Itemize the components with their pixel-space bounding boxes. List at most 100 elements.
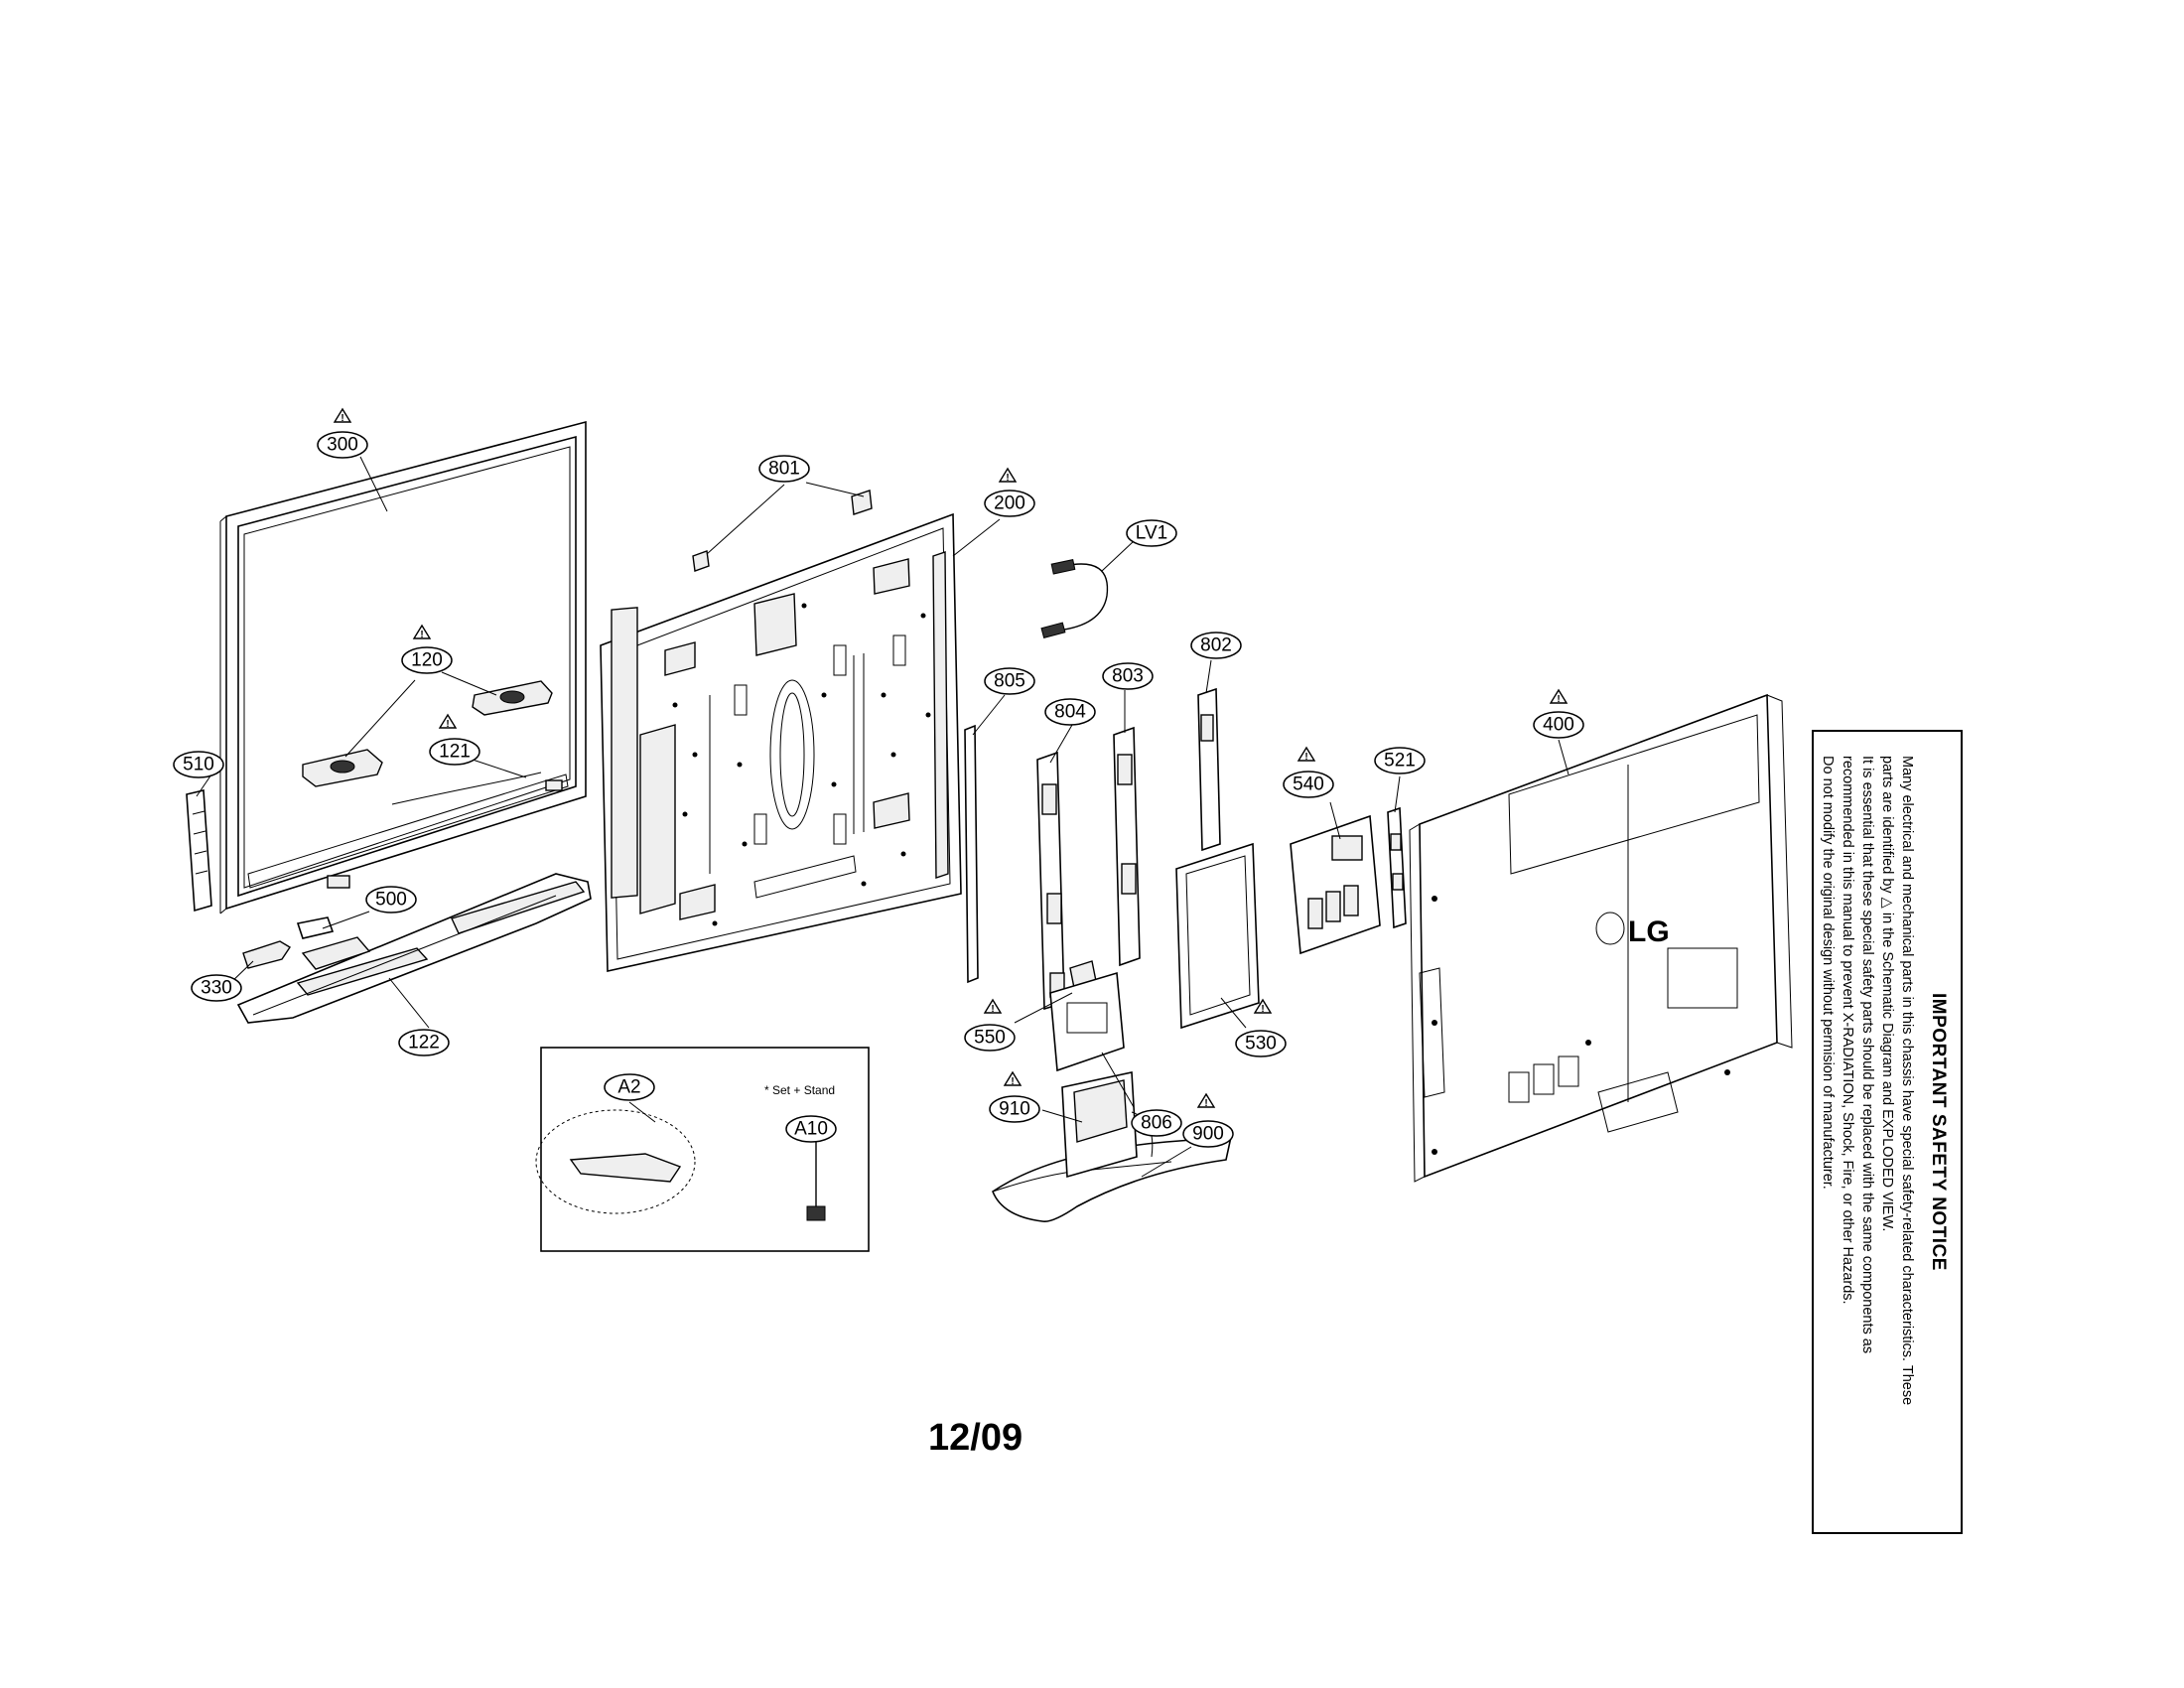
- svg-text:521: 521: [1384, 751, 1416, 772]
- safety-notice-line-5: Do not modify the original design withou…: [1820, 756, 1836, 1190]
- callout-a10: A10: [785, 1115, 837, 1143]
- svg-text:!: !: [446, 719, 449, 730]
- safety-notice-line-3: It is essential that these special safet…: [1859, 756, 1875, 1354]
- svg-text:806: 806: [1141, 1113, 1172, 1134]
- inset-accessory-box: * Set + Stand: [535, 1047, 870, 1252]
- callout-803: 803: [1102, 662, 1154, 690]
- part-122-bottom-cover: [236, 873, 592, 1024]
- callout-806: 806: [1131, 1109, 1182, 1137]
- svg-text:805: 805: [994, 671, 1025, 692]
- svg-text:540: 540: [1293, 774, 1324, 795]
- svg-text:!: !: [1204, 1098, 1207, 1109]
- svg-text:121: 121: [439, 742, 471, 763]
- part-805-board: [964, 724, 979, 984]
- warning-icon-200: !: [998, 467, 1018, 484]
- callout-122: 122: [398, 1029, 450, 1056]
- safety-notice-line-1: Many electrical and mechanical parts in …: [1899, 756, 1915, 1406]
- callout-802: 802: [1190, 632, 1242, 659]
- warning-icon-550: !: [983, 998, 1003, 1015]
- lg-logo: LG: [1628, 915, 1670, 948]
- callouts: 300 801 200 LV1 120 121 510 500 330 122 …: [173, 431, 1584, 1148]
- callout-540: 540: [1283, 771, 1334, 798]
- callout-550: 550: [964, 1024, 1016, 1052]
- safety-notice-content: IMPORTANT SAFETY NOTICE Many electrical …: [1818, 740, 1957, 1524]
- callout-801: 801: [758, 455, 810, 483]
- svg-text:330: 330: [201, 978, 232, 999]
- svg-text:900: 900: [1192, 1124, 1224, 1145]
- callout-400: 400: [1533, 711, 1584, 739]
- part-400-back-cover: LG: [1409, 693, 1793, 1183]
- callout-510: 510: [173, 751, 224, 778]
- svg-text:!: !: [341, 413, 343, 424]
- callout-530: 530: [1235, 1030, 1287, 1057]
- callout-804: 804: [1044, 698, 1096, 726]
- warning-icon-900: !: [1196, 1092, 1216, 1109]
- svg-text:910: 910: [999, 1099, 1030, 1120]
- callout-200: 200: [984, 490, 1035, 517]
- part-500-ir-board: [296, 916, 335, 939]
- callout-a2: A2: [604, 1073, 655, 1101]
- callout-330: 330: [191, 974, 242, 1002]
- safety-notice-title: IMPORTANT SAFETY NOTICE: [1928, 993, 1949, 1271]
- chassis-screw-holes: [672, 603, 931, 926]
- part-802-board: [1197, 687, 1221, 852]
- svg-text:300: 300: [327, 435, 358, 456]
- warning-triangles: ! ! ! ! ! ! ! ! ! !: [333, 407, 1569, 1109]
- part-900-910-stand: [992, 1071, 1233, 1223]
- callout-521: 521: [1374, 747, 1426, 774]
- svg-text:550: 550: [974, 1028, 1006, 1049]
- svg-text:510: 510: [183, 755, 214, 775]
- callout-900: 900: [1182, 1120, 1234, 1148]
- svg-text:!: !: [1261, 1004, 1264, 1015]
- callout-910: 910: [989, 1095, 1040, 1123]
- svg-text:120: 120: [411, 650, 443, 671]
- part-540-main-board: [1290, 814, 1381, 955]
- svg-text:A2: A2: [617, 1077, 640, 1098]
- warning-icon-530: !: [1253, 998, 1273, 1015]
- warning-icon-120: !: [412, 624, 432, 640]
- part-330-button-board: [242, 940, 291, 969]
- svg-text:!: !: [991, 1004, 994, 1015]
- callout-805: 805: [984, 667, 1035, 695]
- safety-notice-line-2: parts are identified by △ in the Schemat…: [1879, 756, 1895, 1232]
- svg-text:500: 500: [375, 890, 407, 911]
- part-120-speakers: [302, 680, 553, 787]
- leader-lines: [196, 456, 1570, 1178]
- warning-icon-540: !: [1297, 746, 1316, 763]
- part-803-board: [1113, 726, 1141, 967]
- svg-text:!: !: [1557, 694, 1560, 705]
- svg-text:804: 804: [1054, 702, 1086, 723]
- svg-text:530: 530: [1245, 1034, 1277, 1055]
- part-lv1-cable: [1040, 559, 1109, 639]
- date-label: 12/09: [928, 1417, 1023, 1459]
- svg-text:400: 400: [1543, 715, 1574, 736]
- part-550-806-stand-bracket: [1049, 960, 1125, 1072]
- svg-text:803: 803: [1112, 666, 1144, 687]
- svg-text:!: !: [1006, 473, 1009, 484]
- svg-text:!: !: [1011, 1076, 1014, 1087]
- part-530-power-board: [1175, 842, 1260, 1030]
- part-804-board: [1036, 751, 1065, 1011]
- part-801-brackets: [692, 490, 873, 572]
- svg-text:802: 802: [1200, 635, 1232, 656]
- svg-text:!: !: [420, 630, 423, 640]
- warning-icon-300: !: [333, 407, 352, 424]
- safety-notice-box: IMPORTANT SAFETY NOTICE Many electrical …: [1812, 730, 1963, 1534]
- svg-text:122: 122: [408, 1033, 440, 1054]
- part-521-side-bracket: [1387, 806, 1407, 929]
- svg-text:801: 801: [768, 459, 800, 480]
- svg-text:A10: A10: [794, 1119, 828, 1140]
- warning-icon-400: !: [1549, 688, 1569, 705]
- safety-notice-line-4: recommended in this manual to prevent X-…: [1840, 756, 1855, 1305]
- callout-121: 121: [429, 738, 480, 766]
- svg-text:LV1: LV1: [1136, 523, 1167, 544]
- svg-text:!: !: [1304, 752, 1307, 763]
- svg-text:200: 200: [994, 493, 1025, 514]
- safety-notice-body: Many electrical and mechanical parts in …: [1818, 756, 1917, 1508]
- warning-icon-121: !: [438, 713, 458, 730]
- warning-icon-910: !: [1003, 1070, 1023, 1087]
- callout-120: 120: [401, 646, 453, 674]
- inset-note: * Set + Stand: [764, 1083, 835, 1097]
- part-300-front-bezel: [219, 420, 587, 914]
